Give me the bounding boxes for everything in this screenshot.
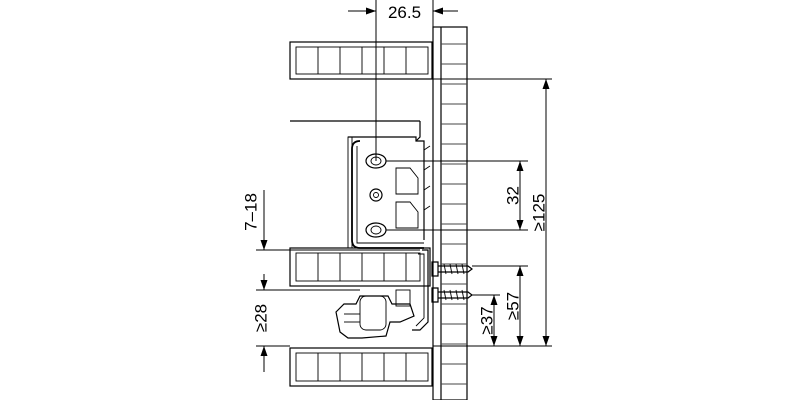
runner-assembly [335, 249, 473, 339]
dimension-label-125: ≥125 [529, 194, 548, 232]
dimension-label-57: ≥57 [503, 292, 522, 320]
mounting-hole-lower [365, 222, 387, 238]
side-panel-grid [441, 43, 467, 385]
dimension-label-7-18: 7–18 [241, 193, 260, 231]
dimension-28: ≥28 [251, 274, 360, 372]
dimension-57: ≥57 [472, 265, 528, 346]
top-shelf [289, 41, 433, 80]
dimension-label-26-5: 26.5 [388, 3, 421, 22]
dimension-32: 32 [386, 160, 528, 231]
dimension-125: ≥125 [433, 78, 552, 347]
runner-carriage [335, 289, 415, 339]
drawer-front-connector [290, 120, 431, 249]
dimension-label-37: ≥37 [477, 306, 496, 334]
screw-upper [431, 261, 473, 277]
dimension-label-28: ≥28 [251, 304, 270, 332]
cabinet-side-panel [432, 26, 468, 400]
dimension-7-18: 7–18 [241, 190, 420, 251]
dimension-label-32: 32 [503, 186, 522, 205]
mounting-hole-middle [369, 188, 383, 202]
screw-lower [431, 287, 473, 303]
dimension-37: ≥37 [472, 294, 500, 346]
bottom-shelf [289, 347, 433, 387]
middle-shelf [289, 247, 431, 287]
dimension-26-5: 26.5 [348, 0, 458, 161]
